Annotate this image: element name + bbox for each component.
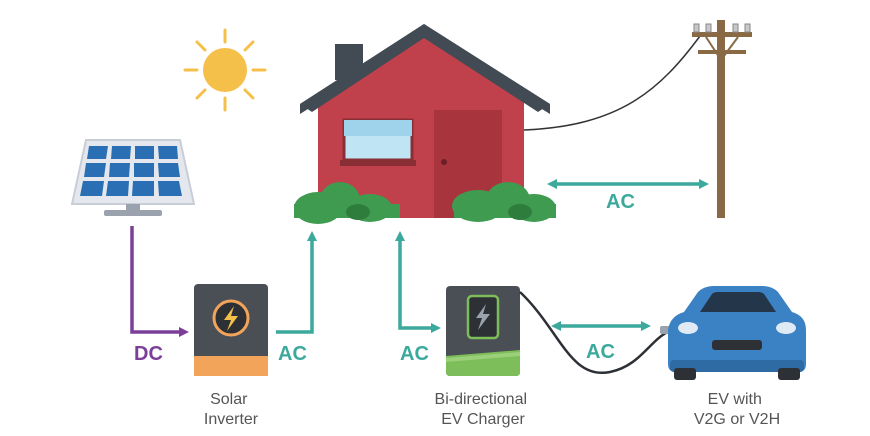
- ac-label-grid: AC: [606, 191, 635, 213]
- caption-charger: Bi-directional EV Charger: [435, 391, 532, 428]
- ac-label-car: AC: [586, 341, 615, 363]
- lightning-bolt-icon: [224, 306, 238, 331]
- dc-label: DC: [134, 343, 163, 365]
- ac-arrow-charger-house: [395, 231, 441, 333]
- electric-car-icon: [668, 286, 806, 380]
- ev-charger-icon: [446, 286, 520, 376]
- house-icon: [294, 24, 556, 224]
- ac-label-charger: AC: [400, 343, 429, 365]
- dc-arrow-panel-to-inverter: [130, 226, 189, 337]
- charging-cable: [519, 291, 669, 375]
- ac-arrow-inverter-to-house: [276, 231, 317, 334]
- solar-panel-icon: [70, 139, 196, 216]
- caption-inverter: Solar Inverter: [204, 391, 259, 428]
- sun-icon: [183, 28, 267, 112]
- utility-pole-icon: [692, 20, 752, 218]
- caption-car: EV with V2G or V2H: [694, 391, 780, 428]
- lightning-bolt-icon: [476, 304, 490, 330]
- ac-label-inverter: AC: [278, 343, 307, 365]
- power-line: [523, 35, 701, 131]
- inverter-icon: [194, 284, 268, 376]
